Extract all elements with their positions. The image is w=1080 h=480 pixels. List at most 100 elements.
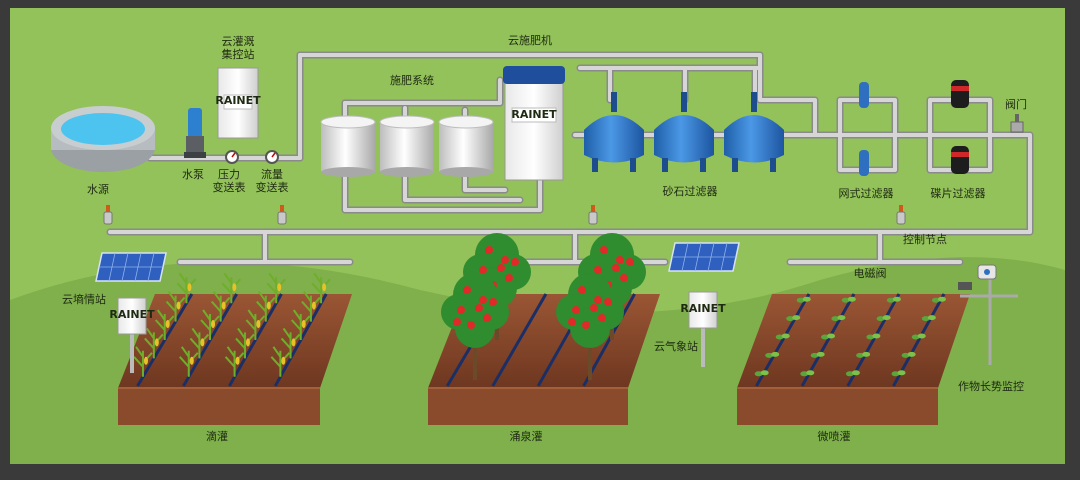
- seedling-icon: [891, 370, 906, 377]
- tank-icon: [438, 115, 494, 177]
- water-pond-icon: [51, 106, 155, 172]
- control-nodes: [103, 205, 906, 225]
- label-control-node: 控制节点: [903, 232, 947, 246]
- label-crop-monitor: 作物长势监控: [958, 379, 1024, 393]
- label-fertilizer-system: 施肥系统: [390, 74, 434, 87]
- solar-panel-icon: [95, 252, 167, 282]
- corn-plant-icon: [165, 291, 186, 322]
- corn-plant-icon: [200, 309, 220, 340]
- sand-filter-icon: [654, 92, 714, 172]
- label-soil-station: 云墒情站: [62, 292, 106, 306]
- corn-plant-icon: [256, 291, 276, 322]
- tomato-tree-icon: [441, 273, 509, 380]
- gauge-icon: [225, 150, 239, 164]
- corn-plant-icon: [133, 346, 153, 377]
- label-micro-spray: 微喷灌: [818, 429, 851, 443]
- pump-icon: [184, 108, 206, 158]
- valve-icon: [896, 205, 906, 225]
- seedling-icon: [796, 296, 811, 303]
- fertilizer-tanks: [320, 115, 494, 177]
- seedling-icon: [786, 315, 801, 322]
- corn-plant-icon: [280, 327, 301, 359]
- cabinet-icon: [217, 67, 259, 139]
- seedling-icon: [931, 296, 946, 303]
- label-control-station: 云灌溉集控站: [222, 35, 255, 61]
- tank-icon: [320, 115, 376, 177]
- sand-filter-icon: [724, 92, 784, 172]
- corn-plant-icon: [235, 327, 255, 359]
- cabinet-icon: RAINET: [109, 297, 155, 373]
- labels: 水源 水泵压力变送表流量变送表 云灌溉集控站施肥系统 云施肥机砂石过滤器 网式过滤器 碟片…: [62, 33, 1027, 443]
- label-flow-transmitter: 流量变送表: [256, 167, 289, 194]
- label-valve: 阀门: [1005, 97, 1027, 111]
- seedling-icon: [821, 333, 836, 340]
- mesh-filter-icon: [859, 82, 869, 176]
- seedling-icon: [831, 315, 846, 322]
- label-disc-filter: 碟片过滤器: [931, 187, 986, 200]
- seedling-icon: [845, 370, 860, 377]
- seedling-icon: [841, 296, 856, 303]
- corn-plant-icon: [301, 291, 321, 322]
- seedling-icon: [911, 333, 926, 340]
- label-weather-station: 云气象站: [654, 339, 698, 353]
- label-drip: 滴灌: [206, 429, 228, 443]
- fields: [118, 233, 970, 425]
- corn-plant-icon: [224, 346, 245, 377]
- corn-plant-icon: [221, 272, 242, 304]
- corn-plant-icon: [266, 272, 286, 304]
- valve-icon: [1010, 114, 1024, 133]
- camera-icon: [958, 264, 1018, 365]
- corn-plant-icon: [290, 309, 311, 340]
- corn-plant-icon: [245, 309, 266, 340]
- disc-filter-icon: [951, 80, 969, 174]
- seedling-icon: [754, 370, 769, 377]
- corn-plant-icon: [311, 272, 331, 304]
- gauge-icon: [265, 150, 279, 164]
- label-pump: 水泵: [182, 168, 204, 181]
- label-solenoid-valve: 电磁阀: [854, 266, 887, 280]
- solar-panel-icon: [668, 242, 740, 272]
- tomato-tree-icon: [556, 273, 624, 380]
- seedling-icon: [886, 296, 901, 303]
- valve-icon: [103, 205, 113, 225]
- station-logo: RAINET: [680, 302, 726, 315]
- corn-plant-icon: [154, 309, 175, 340]
- seedling-icon: [901, 351, 916, 358]
- corn-plant-icon: [189, 327, 210, 359]
- label-bubbler: 涌泉灌: [510, 429, 543, 443]
- cabinet-icon: RAINET: [680, 291, 726, 367]
- seedling-icon: [866, 333, 881, 340]
- seedling-icon: [810, 351, 825, 358]
- valve-icon: [277, 205, 287, 225]
- machine-logo: RAINET: [511, 108, 557, 121]
- valve-icon: [588, 205, 598, 225]
- fertilizer-machine-icon: [503, 66, 565, 181]
- seedling-icon: [775, 333, 790, 340]
- corn-plant-icon: [176, 272, 197, 304]
- label-water-source: 水源: [87, 182, 109, 196]
- seedling-icon: [876, 315, 891, 322]
- corn-plant-icon: [210, 291, 231, 322]
- drip-line: [582, 293, 636, 387]
- cabinet-logo: RAINET: [215, 94, 261, 107]
- field-plot: [118, 272, 352, 425]
- tank-icon: [379, 115, 435, 177]
- label-sand-filter: 砂石过滤器: [663, 185, 718, 198]
- stations: RAINET RAINET: [95, 242, 740, 373]
- seedling-icon: [800, 370, 815, 377]
- sand-filters: [584, 92, 784, 172]
- station-logo: RAINET: [109, 308, 155, 321]
- corn-plant-icon: [270, 346, 291, 377]
- field-plot: [737, 293, 970, 425]
- seedling-icon: [765, 351, 780, 358]
- corn-plant-icon: [179, 346, 199, 377]
- seedling-icon: [856, 351, 871, 358]
- sand-filter-icon: [584, 92, 644, 172]
- label-pressure-transmitter: 压力变送表: [213, 168, 246, 194]
- label-mesh-filter: 网式过滤器: [839, 187, 894, 200]
- drip-line: [491, 293, 548, 387]
- corn-plant-icon: [144, 327, 164, 359]
- label-cloud-fertilizer: 云施肥机: [508, 33, 552, 47]
- seedling-icon: [921, 315, 936, 322]
